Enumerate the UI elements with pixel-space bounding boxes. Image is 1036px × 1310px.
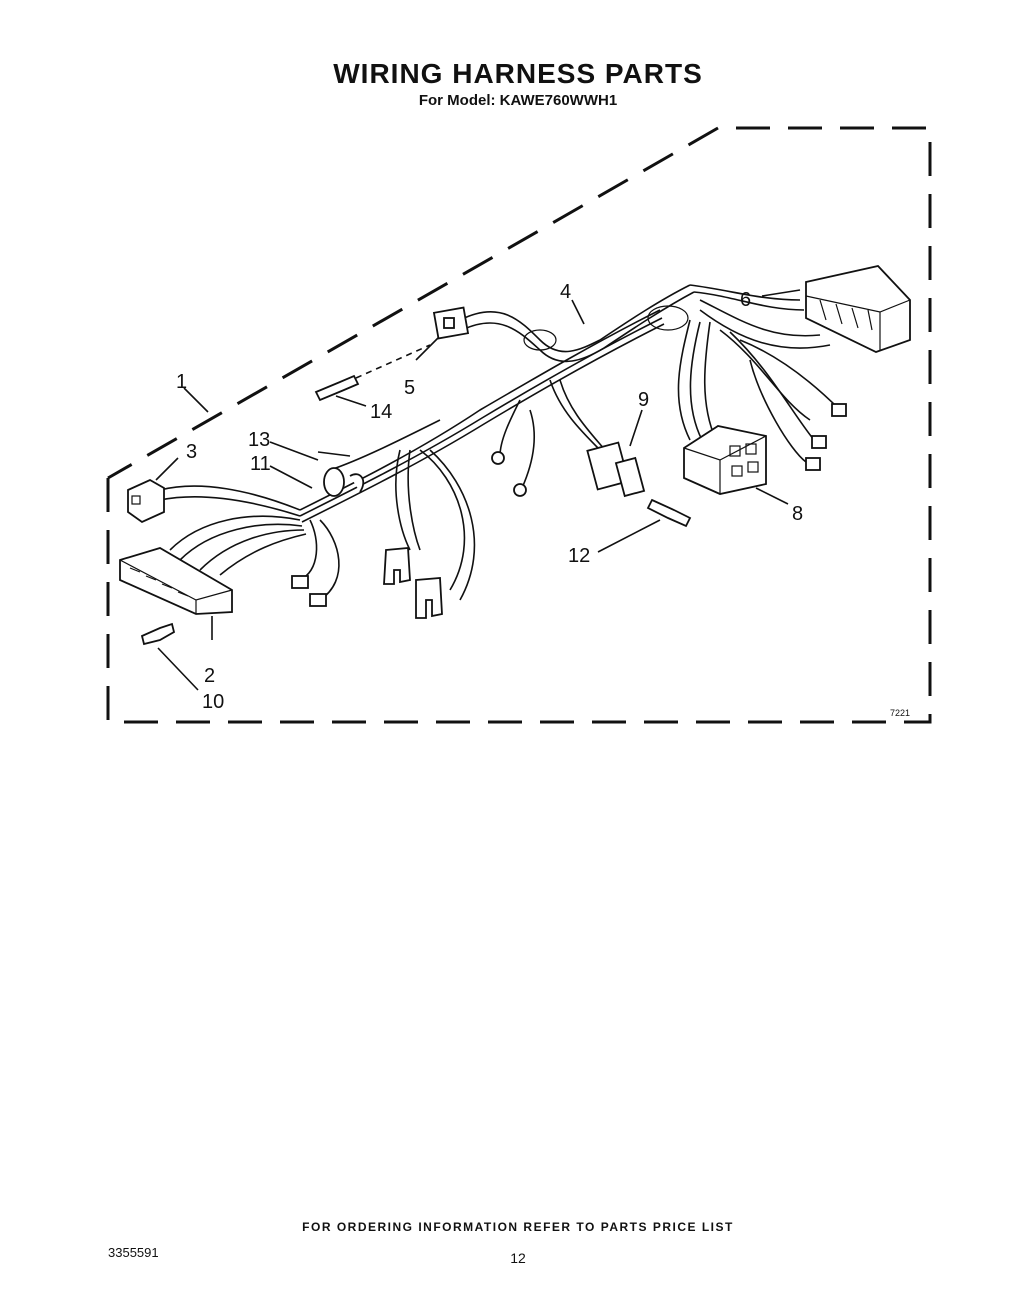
leader-3 <box>155 457 179 481</box>
leader-13 <box>269 441 319 461</box>
page-number: 12 <box>510 1250 526 1266</box>
leader-9 <box>629 409 643 447</box>
page-title: WIRING HARNESS PARTS <box>333 58 703 89</box>
figure-code: 7221 <box>890 708 910 718</box>
model-subtitle: For Model: KAWE760WWH1 <box>418 92 618 109</box>
callout-10: 10 <box>202 691 224 713</box>
leader-12 <box>597 519 661 553</box>
leader-4 <box>571 299 585 325</box>
callout-1: 1 <box>176 371 187 393</box>
callout-6: 6 <box>740 289 751 311</box>
terminal-10 <box>140 622 176 646</box>
callout-11: 11 <box>250 453 271 475</box>
terminal-block-2 <box>119 547 233 615</box>
connector-6 <box>805 265 911 353</box>
leader-5 <box>415 337 439 361</box>
leader-11 <box>269 465 313 489</box>
callout-13: 13 <box>248 429 270 451</box>
callout-2: 2 <box>204 665 215 687</box>
left-branch-wires <box>159 485 340 607</box>
harness-trunk <box>299 309 665 523</box>
callout-4: 4 <box>560 281 571 303</box>
leader-lines <box>155 289 801 691</box>
leader-14 <box>335 395 367 407</box>
callout-5: 5 <box>404 377 415 399</box>
connector-5 <box>432 306 470 340</box>
terminal-12 <box>646 498 692 528</box>
leader-6 <box>761 289 801 297</box>
right-lower-wires <box>677 319 847 471</box>
terminal-14 <box>314 344 431 402</box>
middle-branch-wires <box>491 379 646 498</box>
plug-branch-wires <box>383 449 476 619</box>
connector-3 <box>127 478 165 524</box>
document-number: 3355591 <box>108 1245 159 1260</box>
callout-9: 9 <box>638 389 649 411</box>
clamp-11-13 <box>317 451 365 497</box>
callout-3: 3 <box>186 441 197 463</box>
callout-12: 12 <box>568 545 590 567</box>
leader-8 <box>755 487 789 505</box>
diagram-boundary <box>106 126 932 724</box>
callout-8: 8 <box>792 503 803 525</box>
connector-8 <box>683 425 767 495</box>
upper-branch-wires <box>459 284 831 363</box>
ordering-note: FOR ORDERING INFORMATION REFER TO PARTS … <box>302 1220 734 1234</box>
leader-1 <box>183 387 209 413</box>
leader-10 <box>157 647 199 691</box>
callout-14: 14 <box>370 401 392 423</box>
